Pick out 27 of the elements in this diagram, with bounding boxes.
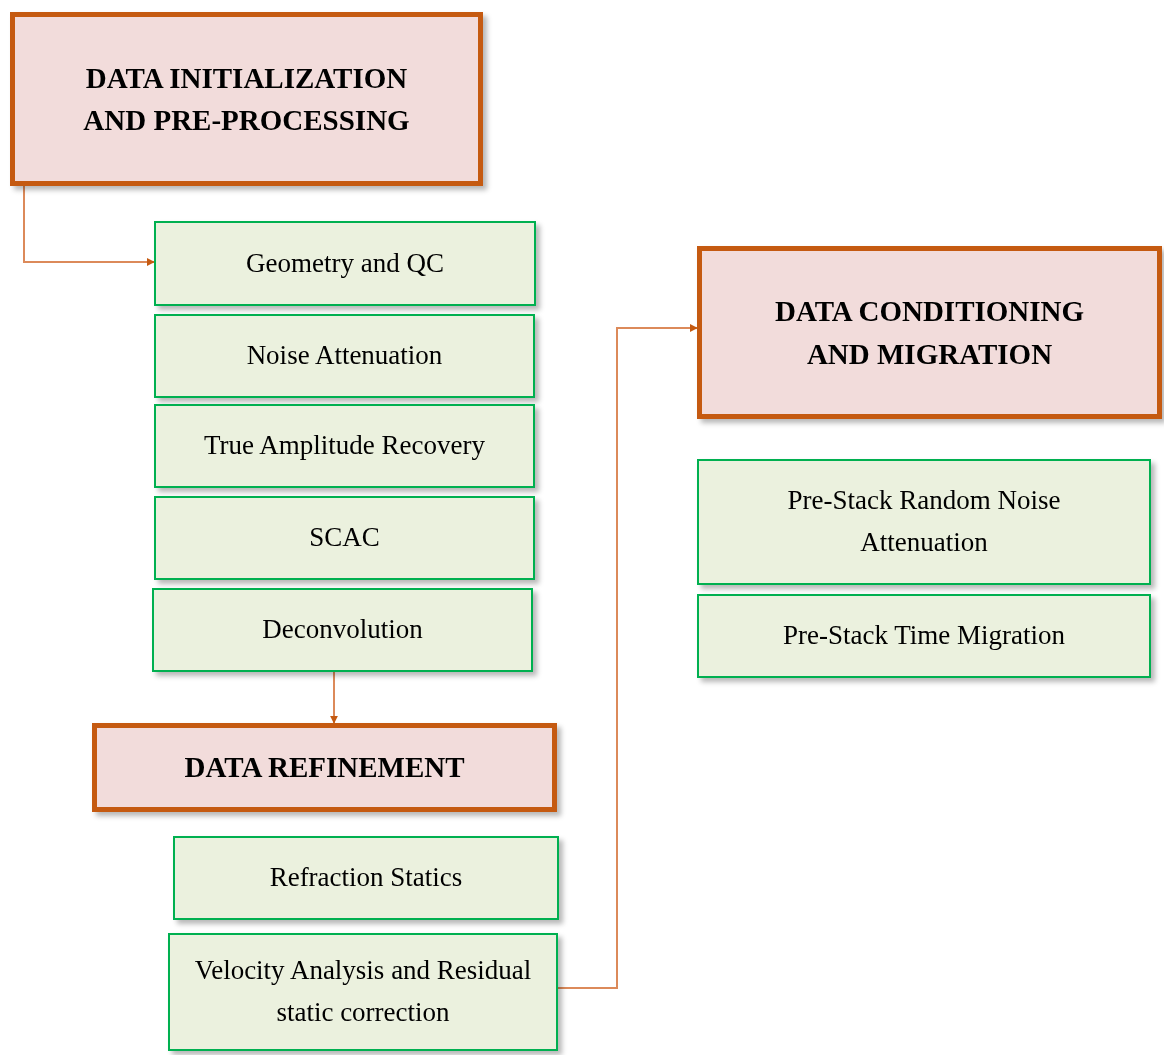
process-box [154, 404, 535, 488]
stage-box [10, 12, 483, 186]
step-label: Pre-Stack Time Migration [783, 619, 1065, 653]
stage-title: DATA INITIALIZATION AND PRE-PROCESSING [82, 60, 411, 138]
arrow [330, 671, 338, 724]
process-box [697, 594, 1151, 678]
arrow [23, 185, 155, 266]
step-label: Geometry and QC [246, 246, 444, 280]
process-box [154, 496, 535, 580]
arrow [557, 324, 698, 989]
step-label: SCAC [309, 521, 380, 555]
process-box [168, 933, 558, 1051]
stage-box [697, 246, 1162, 419]
step-label: True Amplitude Recovery [204, 429, 485, 463]
stage-box [92, 723, 557, 812]
process-box [173, 836, 559, 920]
stage-title: DATA CONDITIONING AND MIGRATION [773, 294, 1086, 372]
process-box [152, 588, 533, 672]
step-label: Refraction Statics [269, 861, 463, 895]
step-label: Noise Attenuation [246, 339, 443, 373]
process-box [154, 221, 536, 306]
step-label: Velocity Analysis and Residual static correction [193, 954, 533, 1029]
step-label: Pre-Stack Random Noise Attenuation [786, 484, 1062, 559]
stage-title: DATA REFINEMENT [184, 750, 465, 786]
step-label: Deconvolution [262, 613, 423, 647]
process-box [154, 314, 535, 398]
process-box [697, 459, 1151, 585]
